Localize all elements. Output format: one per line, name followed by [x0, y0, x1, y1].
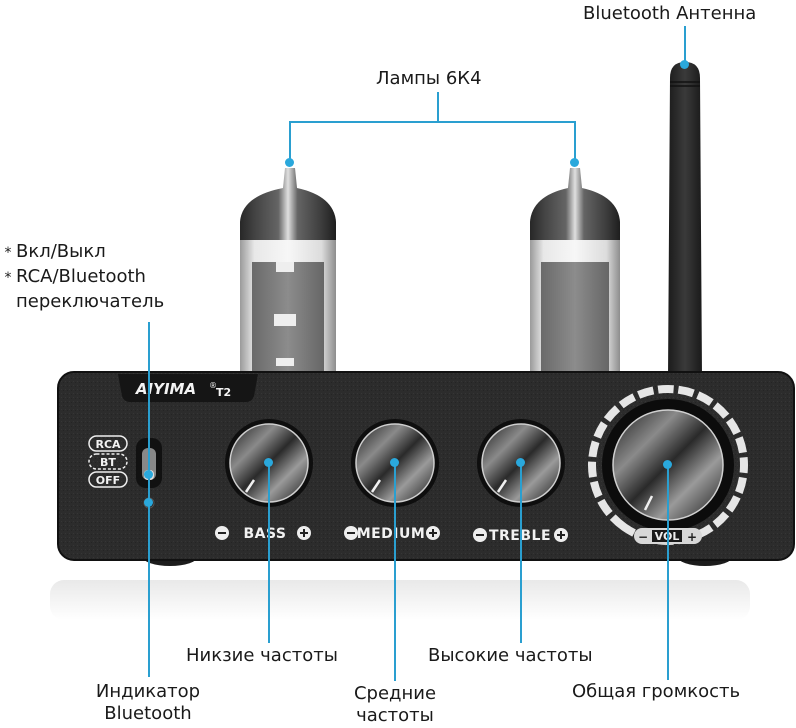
vacuum-tube-right — [530, 168, 620, 372]
brand-logo: AIYIMA — [135, 380, 196, 398]
source-switch-labels: RCA BT OFF — [88, 435, 128, 488]
bullet-icon: * — [4, 245, 12, 261]
tubes-callout-right — [574, 121, 576, 163]
logo-plate — [118, 374, 258, 402]
bt-indicator-line2: Bluetooth — [104, 703, 192, 724]
tubes-callout-stem — [437, 92, 439, 122]
tubes-callout-bar — [289, 121, 576, 123]
svg-text:MEDIUM: MEDIUM — [357, 526, 426, 542]
svg-text:−: − — [638, 530, 648, 544]
medium-callout-label: Средние частоты — [335, 683, 455, 727]
bt-indicator-callout-label: Индикатор Bluetooth — [78, 681, 218, 725]
switch-callout-line2: RCA/Bluetooth — [16, 266, 146, 287]
vacuum-tube-left — [240, 168, 336, 372]
svg-text:OFF: OFF — [96, 474, 120, 487]
treble-callout-label: Высокие частоты — [428, 645, 593, 666]
treble-callout-line — [520, 463, 522, 643]
bt-indicator-line1: Индикатор — [95, 681, 201, 702]
treble-label-group: TREBLE — [473, 528, 568, 544]
antenna-callout-label: Bluetooth Антенна — [583, 3, 757, 24]
tubes-callout-label: Лампы 6К4 — [376, 68, 482, 89]
bass-callout-line — [268, 463, 270, 643]
tube-left-dot — [285, 158, 294, 167]
surface-reflection — [50, 580, 750, 620]
switch-callout-line3: переключатель — [16, 291, 165, 312]
registered-mark: ® — [209, 381, 217, 390]
svg-text:+: + — [687, 530, 697, 544]
bass-label-group: BASS — [215, 526, 311, 542]
volume-callout-dot — [663, 460, 672, 469]
volume-callout-label: Общая громкость — [572, 681, 741, 702]
model-name: T2 — [216, 386, 231, 399]
switch-callout-dot — [144, 470, 153, 479]
antenna-callout-line — [684, 26, 686, 64]
medium-callout-line — [394, 463, 396, 681]
medium-label-group: MEDIUM — [344, 526, 440, 542]
tubes-callout-left — [289, 121, 291, 163]
bass-callout-dot — [264, 458, 273, 467]
svg-text:RCA: RCA — [95, 438, 121, 451]
svg-text:BT: BT — [100, 456, 116, 469]
svg-text:BASS: BASS — [243, 526, 286, 542]
medium-callout-dot — [390, 458, 399, 467]
bullet-icon: * — [4, 270, 12, 286]
switch-callout-label: *Вкл/Выкл *RCA/Bluetooth переключатель — [0, 240, 165, 314]
svg-text:TREBLE: TREBLE — [489, 528, 551, 544]
bt-indicator-dot — [144, 498, 153, 507]
switch-callout-line1: Вкл/Выкл — [16, 241, 106, 262]
antenna-callout-dot — [680, 60, 689, 69]
bass-callout-label: Никзие частоты — [186, 645, 338, 666]
volume-callout-line — [667, 465, 669, 680]
treble-callout-dot — [516, 458, 525, 467]
medium-line1: Средние — [353, 683, 437, 704]
antenna — [668, 62, 702, 378]
tube-right-dot — [570, 158, 579, 167]
medium-line2: частоты — [356, 705, 434, 726]
